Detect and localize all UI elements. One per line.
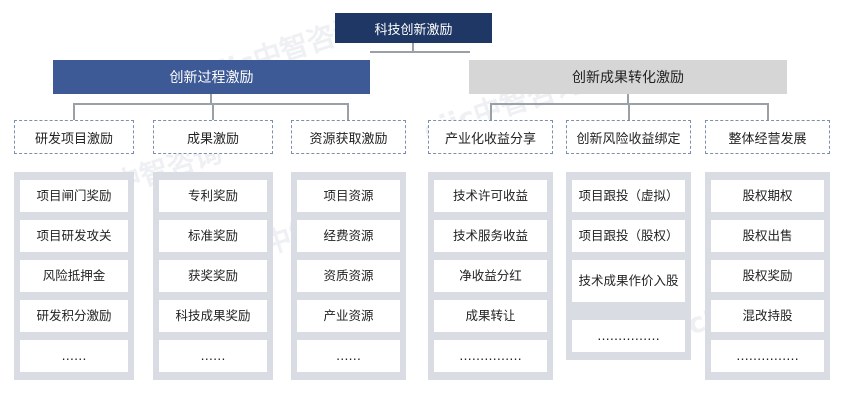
column-industrialization: 技术许可收益 技术服务收益 净收益分红 成果转让 ……………	[428, 172, 553, 380]
category-risk-binding: 创新风险收益绑定	[566, 120, 691, 154]
list-item: 产业资源	[297, 300, 400, 332]
list-item: ……	[297, 340, 400, 372]
list-item: 项目跟投（虚拟）	[572, 180, 685, 212]
list-item: 成果转让	[434, 300, 547, 332]
list-item: 经费资源	[297, 220, 400, 252]
list-item: ……………	[572, 320, 685, 352]
list-item: ……………	[434, 340, 547, 372]
category-industrialization: 产业化收益分享	[428, 120, 553, 154]
list-item: 技术成果作价入股	[572, 260, 685, 302]
list-item: 获奖奖励	[159, 260, 267, 292]
list-item: 研发积分激励	[20, 300, 128, 332]
list-item: 混改持股	[711, 300, 824, 332]
connector-cat-4	[490, 103, 492, 120]
column-risk-binding: 项目跟投（虚拟） 项目跟投（股权） 技术成果作价入股 ……………	[566, 172, 691, 360]
list-item: 标准奖励	[159, 220, 267, 252]
list-item: 股权奖励	[711, 260, 824, 292]
branch-transformation-incentive: 创新成果转化激励	[469, 60, 787, 94]
list-item: 项目研发攻关	[20, 220, 128, 252]
category-rd-project: 研发项目激励	[14, 120, 134, 154]
connector-cat-2	[212, 103, 214, 120]
connector-root-down	[412, 43, 414, 52]
column-overall-operation: 股权期权 股权出售 股权奖励 混改持股 ……………	[705, 172, 830, 380]
root-node: 科技创新激励	[335, 13, 492, 43]
column-rd-project: 项目闸门奖励 项目研发攻关 风险抵押金 研发积分激励 ……	[14, 172, 134, 380]
connector-cat-6	[767, 103, 769, 120]
connector-cat-3	[347, 103, 349, 120]
connector-left-bus	[73, 103, 348, 105]
branch-process-incentive: 创新过程激励	[53, 60, 370, 94]
column-resource: 项目资源 经费资源 资质资源 产业资源 ……	[291, 172, 406, 380]
list-item: ……	[159, 340, 267, 372]
list-item: 资质资源	[297, 260, 400, 292]
connector-cat-5	[628, 103, 630, 120]
list-item: ……………	[711, 340, 824, 372]
list-item: 技术许可收益	[434, 180, 547, 212]
list-item: 技术服务收益	[434, 220, 547, 252]
list-item: 风险抵押金	[20, 260, 128, 292]
connector-left-branch-down	[210, 94, 212, 104]
category-achievement: 成果激励	[153, 120, 273, 154]
connector-cat-1	[73, 103, 75, 120]
list-item: 项目跟投（股权）	[572, 220, 685, 252]
list-item: 专利奖励	[159, 180, 267, 212]
list-item: 项目资源	[297, 180, 400, 212]
list-item: 股权出售	[711, 220, 824, 252]
column-achievement: 专利奖励 标准奖励 获奖奖励 科技成果奖励 ……	[153, 172, 273, 380]
connector-root-horizontal	[370, 51, 470, 53]
list-item: 股权期权	[711, 180, 824, 212]
list-item: 净收益分红	[434, 260, 547, 292]
list-item: ……	[20, 340, 128, 372]
list-item: 科技成果奖励	[159, 300, 267, 332]
category-overall-operation: 整体经营发展	[705, 120, 830, 154]
list-item: 项目闸门奖励	[20, 180, 128, 212]
category-resource: 资源获取激励	[291, 120, 406, 154]
connector-right-branch-down	[627, 94, 629, 104]
